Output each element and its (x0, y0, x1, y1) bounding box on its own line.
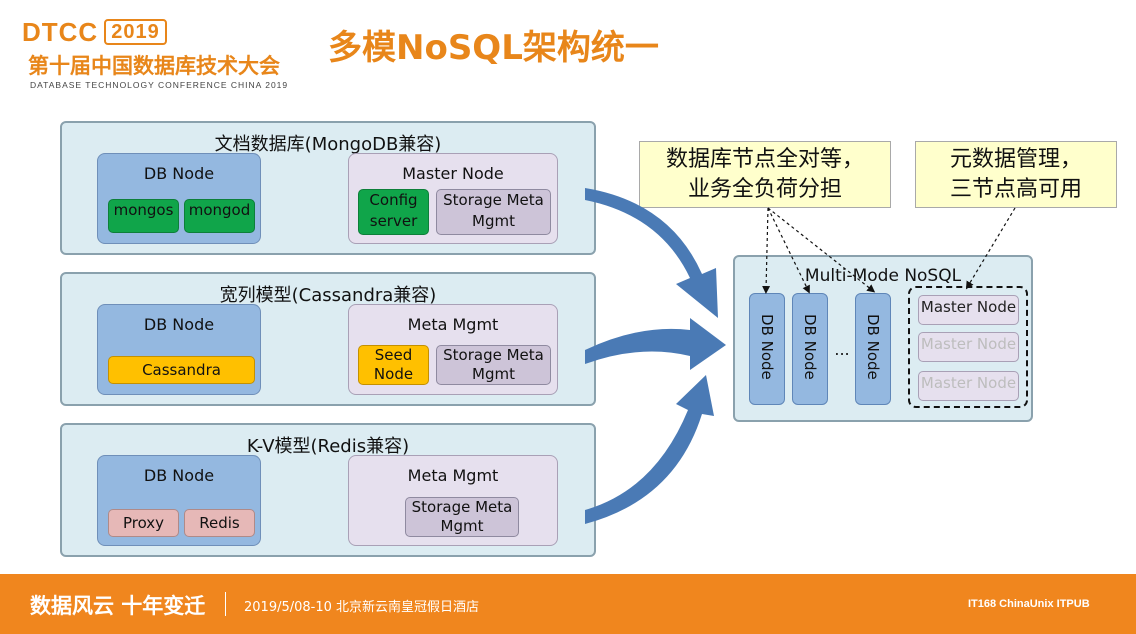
callout-peer-nodes: 数据库节点全对等， 业务全负荷分担 (639, 141, 891, 208)
db-node-vertical-label: DB Node (801, 314, 819, 380)
db-node-vertical: DB Node (855, 293, 891, 405)
callout-text: 数据库节点全对等， (665, 147, 864, 172)
master-node-replica: Master Node (918, 332, 1019, 362)
db-node-vertical: DB Node (749, 293, 785, 405)
flow-arrow-3 (585, 375, 714, 524)
panel-title: 宽列模型(Cassandra兼容) (219, 285, 437, 306)
footer-divider (225, 592, 226, 616)
footer-slogan: 数据风云 十年变迁 (30, 594, 206, 618)
slide-title: 多模NoSQL架构统一 (328, 28, 659, 68)
ellipsis: ... (834, 340, 850, 359)
logo-chinese-name: 第十届中国数据库技术大会 (28, 54, 280, 78)
db-node-vertical-label: DB Node (864, 314, 882, 380)
master-node: Master Node (918, 295, 1019, 325)
logo-brand: DTCC (22, 17, 99, 47)
proxy-chip: Proxy (108, 509, 179, 537)
panel-title: 文档数据库(MongoDB兼容) (214, 134, 442, 155)
logo-english-name: DATABASE TECHNOLOGY CONFERENCE CHINA 201… (30, 80, 289, 90)
config-server-chip: Config server (358, 189, 429, 235)
seed-node-chip: Seed Node (358, 345, 429, 385)
cassandra-chip: Cassandra (108, 356, 255, 384)
db-node-label: DB Node (143, 164, 215, 183)
footer-bar (0, 574, 1136, 634)
callout-text: 三节点高可用 (949, 177, 1082, 202)
redis-chip: Redis (184, 509, 255, 537)
storage-meta-mgmt-chip: Storage Meta Mgmt (436, 345, 551, 385)
mongos-chip: mongos (108, 199, 179, 233)
flow-arrow-2 (585, 318, 726, 370)
db-node-label: DB Node (143, 315, 215, 334)
storage-meta-mgmt-chip: Storage Meta Mgmt (436, 189, 551, 235)
panel-title: K-V模型(Redis兼容) (246, 436, 410, 457)
db-node-vertical-label: DB Node (758, 314, 776, 380)
storage-meta-mgmt-chip: Storage Meta Mgmt (405, 497, 519, 537)
db-node-label: DB Node (143, 466, 215, 485)
callout-metadata: 元数据管理， 三节点高可用 (915, 141, 1117, 208)
db-node-vertical: DB Node (792, 293, 828, 405)
meta-mgmt-label: Meta Mgmt (407, 466, 499, 485)
master-node-replica: Master Node (918, 371, 1019, 401)
mongod-chip: mongod (184, 199, 255, 233)
callout-text: 业务全负荷分担 (687, 177, 842, 202)
sponsor-logos: IT168 ChinaUnix ITPUB (968, 598, 1090, 610)
footer-date-venue: 2019/5/08-10 北京新云南皇冠假日酒店 (244, 600, 480, 615)
multi-mode-title: Multi-Mode NoSQL (804, 266, 962, 286)
master-node-label: Master Node (402, 164, 504, 183)
flow-arrow-1 (585, 188, 718, 318)
logo-year: 2019 (104, 19, 167, 45)
meta-mgmt-label: Meta Mgmt (407, 315, 499, 334)
callout-text: 元数据管理， (949, 147, 1082, 172)
